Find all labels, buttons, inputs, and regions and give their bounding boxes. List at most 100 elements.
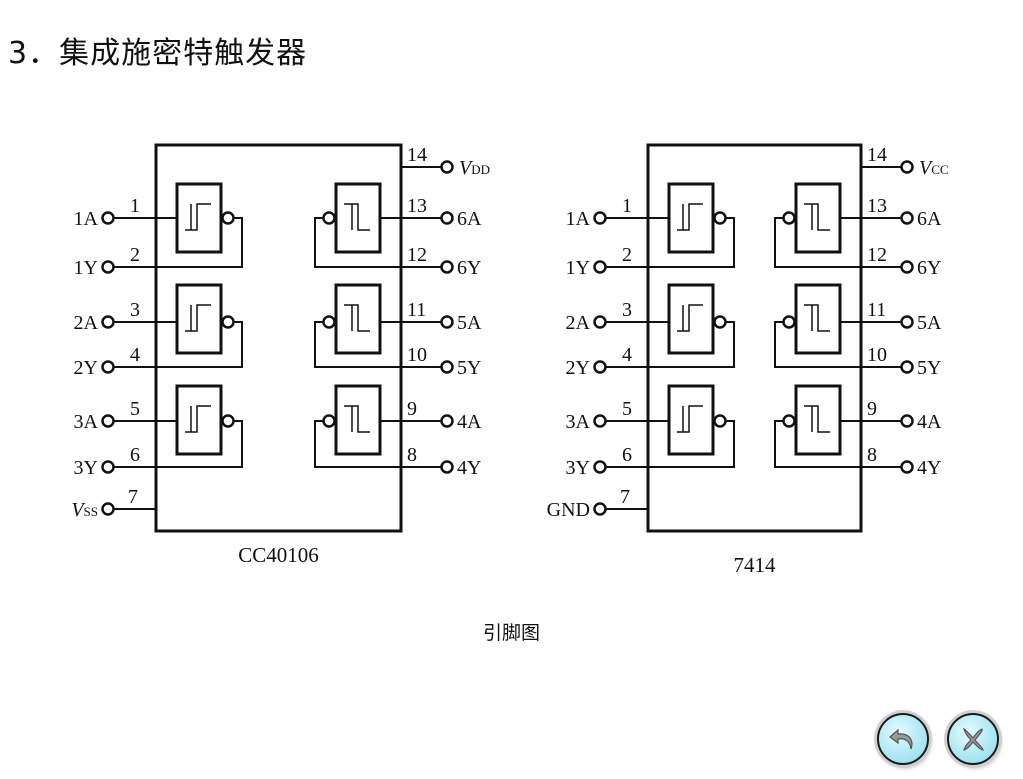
pin-terminal [101, 460, 115, 474]
pin-number: 6 [622, 444, 632, 466]
schmitt-gate-left [175, 182, 223, 254]
hysteresis-symbol [804, 304, 830, 332]
inverter-bubble [322, 414, 336, 428]
pin-terminal [440, 260, 454, 274]
pin-number: 4 [622, 344, 632, 366]
pin-number: 7 [620, 486, 630, 508]
pin-label: 5A [457, 312, 482, 334]
pin-terminal [900, 360, 914, 374]
power-pin-label: VCC [919, 157, 949, 179]
pin-label: 1A [566, 208, 591, 230]
figure-caption: 引脚图 [482, 622, 540, 644]
pin-label: 6Y [917, 257, 941, 279]
pin-number: 2 [622, 244, 632, 266]
pin-terminal [593, 315, 607, 329]
back-button[interactable] [877, 713, 929, 765]
pin-terminal [101, 260, 115, 274]
pin-label: 3Y [566, 457, 590, 479]
pin-number: 8 [867, 444, 877, 466]
pin-number: 9 [407, 398, 417, 420]
pin-number: 6 [130, 444, 140, 466]
ground-pin-label: VSS [71, 499, 98, 521]
pin-label: 3Y [74, 457, 98, 479]
pin-number: 13 [407, 195, 427, 217]
chip-body [154, 143, 403, 533]
pin-terminal [593, 414, 607, 428]
pin-number: 13 [867, 195, 887, 217]
output-lead [314, 217, 441, 268]
inverter-bubble [713, 315, 727, 329]
inverter-bubble [221, 211, 235, 225]
schmitt-gate-left [667, 384, 715, 456]
pin-label: 2Y [566, 357, 590, 379]
inverter-bubble [782, 211, 796, 225]
pin-label: 3A [566, 411, 591, 433]
pin-number: 14 [867, 144, 887, 166]
pin-number: 1 [622, 195, 632, 217]
hysteresis-symbol [677, 405, 703, 433]
chip-7414: 741414VCC7GND121A1Y13126A6Y342A2Y11105A5… [547, 143, 949, 577]
power-pin-terminal [440, 160, 454, 174]
pin-terminal [900, 414, 914, 428]
pin-label: 1Y [566, 257, 590, 279]
pin-label: 6A [457, 208, 482, 230]
pin-terminal [440, 460, 454, 474]
hysteresis-symbol [677, 304, 703, 332]
inverter-bubble [782, 315, 796, 329]
pin-number: 4 [130, 344, 140, 366]
pin-label: 5Y [457, 357, 481, 379]
close-button[interactable] [947, 713, 999, 765]
pin-number: 10 [407, 344, 427, 366]
pin-terminal [440, 315, 454, 329]
close-x-icon [963, 727, 984, 751]
pin-terminal [900, 315, 914, 329]
pin-number: 9 [867, 398, 877, 420]
back-arrow-icon [889, 728, 913, 750]
output-lead [114, 217, 243, 268]
output-lead [314, 321, 441, 368]
pin-label: 1Y [74, 257, 98, 279]
ground-pin-terminal [101, 502, 115, 516]
power-pin-terminal [900, 160, 914, 174]
pin-label: 4Y [457, 457, 481, 479]
schmitt-gate-left [175, 283, 223, 355]
pin-label: 4Y [917, 457, 941, 479]
pin-number: 11 [867, 299, 886, 321]
pin-number: 3 [622, 299, 632, 321]
pin-terminal [440, 414, 454, 428]
schmitt-gate-left [667, 283, 715, 355]
inverter-bubble [713, 211, 727, 225]
hysteresis-symbol [185, 304, 211, 332]
pin-label: 5Y [917, 357, 941, 379]
output-lead [606, 420, 735, 468]
pin-number: 1 [130, 195, 140, 217]
pin-number: 7 [128, 486, 138, 508]
pin-label: 5A [917, 312, 942, 334]
pin-number: 12 [407, 244, 427, 266]
pin-number: 2 [130, 244, 140, 266]
pin-number: 5 [130, 398, 140, 420]
pin-label: 6Y [457, 257, 481, 279]
hysteresis-symbol [185, 405, 211, 433]
pin-terminal [593, 360, 607, 374]
schmitt-gate-left [175, 384, 223, 456]
inverter-bubble [322, 211, 336, 225]
hysteresis-symbol [804, 405, 830, 433]
slide-title: 3．集成施密特触发器 [8, 36, 308, 71]
output-lead [606, 321, 735, 368]
pin-label: 2A [566, 312, 591, 334]
pin-terminal [101, 414, 115, 428]
pin-number: 12 [867, 244, 887, 266]
pin-terminal [593, 211, 607, 225]
pin-number: 8 [407, 444, 417, 466]
pin-terminal [900, 460, 914, 474]
hysteresis-symbol [344, 203, 370, 231]
inverter-bubble [322, 315, 336, 329]
pin-number: 5 [622, 398, 632, 420]
hysteresis-symbol [677, 203, 703, 231]
pin-number: 3 [130, 299, 140, 321]
pin-number: 10 [867, 344, 887, 366]
pin-terminal [593, 460, 607, 474]
output-lead [774, 217, 901, 268]
